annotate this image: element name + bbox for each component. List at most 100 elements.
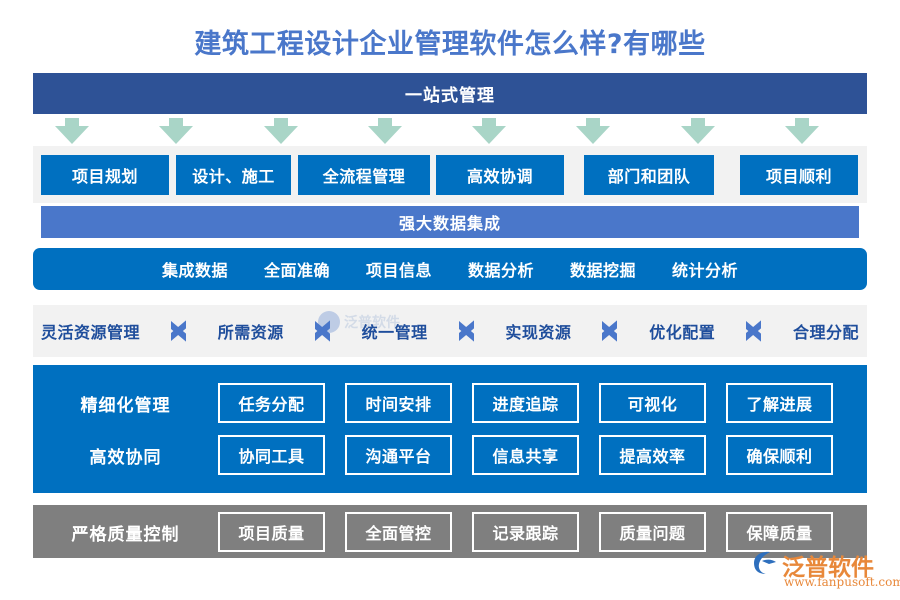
- row1-box[interactable]: 部门和团队: [584, 155, 714, 195]
- arrow-head: [472, 126, 507, 144]
- arrow-head: [576, 126, 611, 144]
- down-arrow-icon: [472, 118, 507, 144]
- brand-logo: 泛普软件 www.fanpusoft.com: [752, 548, 900, 594]
- panel-cell-box[interactable]: 了解进展: [726, 383, 833, 423]
- down-arrow-icon: [55, 118, 89, 144]
- panel-cell-box[interactable]: 提高效率: [599, 435, 706, 475]
- panel-cell-label: 质量问题: [619, 524, 686, 543]
- arrow-stem: [377, 118, 392, 127]
- row1-box[interactable]: 全流程管理: [298, 155, 430, 195]
- panel-cell-label: 进度追踪: [492, 395, 559, 414]
- panel-cell-label: 记录跟踪: [492, 524, 559, 543]
- panel-cell-box[interactable]: 质量问题: [599, 512, 706, 552]
- panel-cell-label: 任务分配: [238, 395, 305, 414]
- row1-box-label: 设计、施工: [192, 167, 275, 186]
- data-tags-strip: 集成数据 全面准确 项目信息 数据分析 数据挖掘 统计分析: [33, 248, 867, 290]
- arrow-head: [785, 126, 819, 144]
- chevron-right-icon: [313, 316, 333, 346]
- row1-box[interactable]: 项目顺利: [740, 155, 858, 195]
- fanpu-logo-icon: [754, 551, 776, 574]
- row1-box-label: 全流程管理: [322, 167, 406, 186]
- row1-box-label: 项目顺利: [765, 167, 832, 186]
- chevron-step-label[interactable]: 合理分配: [792, 323, 859, 342]
- panel-cell-box[interactable]: 任务分配: [218, 383, 325, 423]
- arrow-stem: [273, 118, 288, 127]
- panel-cell-label: 提高效率: [619, 447, 686, 466]
- chevron-right-icon: [457, 316, 477, 346]
- panel-cell-label: 全面管控: [365, 524, 432, 543]
- arrow-stem: [169, 118, 184, 127]
- panel-cell-box[interactable]: 信息共享: [472, 435, 579, 475]
- row1-box-label: 部门和团队: [607, 167, 691, 186]
- panel-cell-label: 了解进展: [746, 395, 813, 414]
- data-tag[interactable]: 集成数据: [161, 261, 228, 280]
- panel-cell-label: 保障质量: [746, 524, 813, 543]
- arrow-head: [55, 126, 89, 144]
- panel-cell-box[interactable]: 全面管控: [345, 512, 452, 552]
- panel-cell-label: 沟通平台: [365, 447, 432, 466]
- panel-cell-box[interactable]: 时间安排: [345, 383, 452, 423]
- chevron-step-label[interactable]: 实现资源: [505, 323, 572, 342]
- chevron-step-label[interactable]: 优化配置: [649, 323, 716, 342]
- row1-box[interactable]: 高效协调: [436, 155, 564, 195]
- down-arrow-icon: [785, 118, 819, 144]
- down-arrow-icon: [576, 118, 611, 144]
- chevron-step-label[interactable]: 统一管理: [361, 323, 428, 342]
- panel-cell-label: 项目质量: [238, 524, 305, 543]
- panel-row-label: 高效协同: [89, 447, 162, 468]
- panel-cell-box[interactable]: 进度追踪: [472, 383, 579, 423]
- banner-data-integration: 强大数据集成: [41, 206, 859, 238]
- chevron-right-icon: [744, 316, 764, 346]
- panel-cell-box[interactable]: 记录跟踪: [472, 512, 579, 552]
- down-arrow-icon: [263, 118, 298, 144]
- panel-cell-label: 协同工具: [238, 447, 305, 466]
- row1-box-label: 项目规划: [71, 167, 138, 186]
- arrow-head: [263, 126, 298, 144]
- chevron-right-icon: [600, 316, 620, 346]
- data-tag[interactable]: 全面准确: [263, 261, 330, 280]
- row1-box[interactable]: 项目规划: [41, 155, 169, 195]
- data-tag[interactable]: 数据挖掘: [570, 261, 637, 280]
- panel-cell-label: 确保顺利: [746, 447, 813, 466]
- arrow-head: [367, 126, 402, 144]
- panel-quality-control: 严格质量控制 项目质量 全面管控 记录跟踪 质量问题 保障质量: [33, 505, 867, 558]
- panel-cell-label: 时间安排: [365, 395, 432, 414]
- panel-cell-box[interactable]: 可视化: [599, 383, 706, 423]
- chevron-step-label[interactable]: 灵活资源管理: [41, 323, 141, 342]
- panel-cell-box[interactable]: 项目质量: [218, 512, 325, 552]
- data-tag[interactable]: 统计分析: [672, 261, 739, 280]
- arrow-head: [159, 126, 194, 144]
- down-arrow-strip: [33, 118, 867, 144]
- arrow-head: [680, 126, 715, 144]
- panel-cell-box[interactable]: 沟通平台: [345, 435, 452, 475]
- chevron-right-icon: [169, 316, 189, 346]
- panel-cell-box[interactable]: 协同工具: [218, 435, 325, 475]
- panel-row: 精细化管理 任务分配 时间安排 进度追踪 可视化 了解进展: [33, 379, 867, 427]
- panel-row: 严格质量控制 项目质量 全面管控 记录跟踪 质量问题 保障质量: [33, 508, 867, 556]
- panel-cell-label: 可视化: [627, 395, 678, 414]
- logo-website-url: www.fanpusoft.com: [784, 575, 900, 589]
- panel-row: 高效协同 协同工具 沟通平台 信息共享 提高效率 确保顺利: [33, 431, 867, 479]
- down-arrow-icon: [159, 118, 194, 144]
- chevron-step-row: 灵活资源管理 所需资源 统一管理 实现资源 优化配置 合理分配: [33, 305, 867, 357]
- down-arrow-icon: [367, 118, 402, 144]
- arrow-stem: [65, 118, 79, 127]
- data-tag[interactable]: 项目信息: [365, 261, 432, 280]
- panel-cell-box[interactable]: 确保顺利: [726, 435, 833, 475]
- row1-box-label: 高效协调: [466, 167, 533, 186]
- panel-row-label: 精细化管理: [80, 395, 171, 416]
- row1-box[interactable]: 设计、施工: [176, 155, 291, 195]
- arrow-stem: [586, 118, 601, 127]
- panel-cell-label: 信息共享: [492, 447, 559, 466]
- chevron-step-label[interactable]: 所需资源: [217, 323, 284, 342]
- page-title: 建筑工程设计企业管理软件怎么样?有哪些: [194, 29, 706, 60]
- arrow-stem: [690, 118, 705, 127]
- data-tag[interactable]: 数据分析: [468, 261, 535, 280]
- banner-one-stop-management: 一站式管理: [33, 73, 867, 114]
- logo-company-name: 泛普软件: [782, 555, 874, 581]
- down-arrow-icon: [680, 118, 715, 144]
- arrow-stem: [795, 118, 809, 127]
- panel-row-label: 严格质量控制: [71, 524, 180, 545]
- panel-cell-box[interactable]: 保障质量: [726, 512, 833, 552]
